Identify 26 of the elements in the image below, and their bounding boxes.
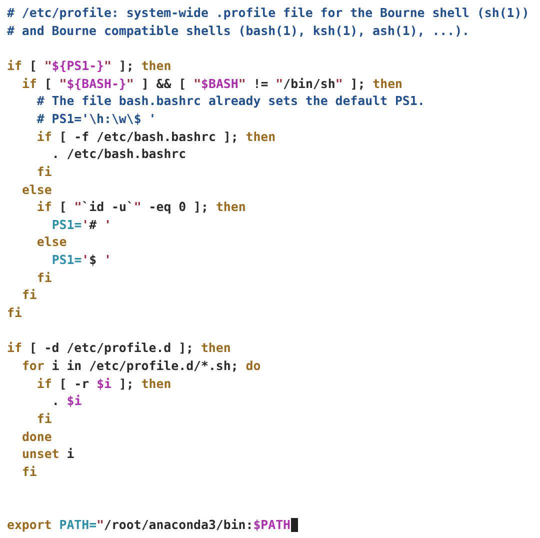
code-line: if [ -r $i ]; then: [36, 376, 172, 392]
code-line: fi: [36, 164, 52, 180]
code-line: for i in /etc/profile.d/*.sh; do: [22, 358, 261, 374]
code-line: PS1='# ': [52, 216, 112, 233]
code-line: if [ "${PS1-}" ]; then: [7, 58, 172, 74]
code-line: fi: [22, 287, 37, 304]
code-line: else: [36, 234, 67, 250]
code-line: if [ "${BASH-}" ] && [ "$BASH" != "/bin/sh" ]; then: [22, 76, 402, 92]
code-comment: # PS1='\h:\w\$ ': [36, 110, 156, 127]
code-line: if [ "`id -u`" -eq 0 ]; then: [36, 199, 246, 216]
code-comment: # and Bourne compatible shells (bash(1), ksh(1), ash(1), ...).: [7, 22, 470, 39]
code-line: . $i: [52, 393, 82, 410]
code-line: fi: [7, 305, 22, 322]
code-line: fi: [22, 464, 37, 480]
code-line: fi: [36, 270, 52, 286]
code-line: fi: [36, 410, 52, 427]
code-line: unset i: [22, 446, 74, 462]
code-line: PS1='$ ': [52, 252, 112, 268]
code-line: done: [22, 428, 52, 445]
code-comment: # The file bash.bashrc already sets the default PS1.: [36, 93, 425, 110]
code-line: else: [22, 182, 52, 198]
code-comment: # /etc/profile: system-wide .profile file for the Bourne shell (sh(1)): [7, 5, 530, 21]
code-line: . /etc/bash.bashrc: [52, 146, 186, 162]
code-line: export PATH="/root/anaconda3/bin:$PATH: [7, 516, 291, 533]
code-line: if [ -f /etc/bash.bashrc ]; then: [36, 128, 276, 145]
code-line: if [ -d /etc/profile.d ]; then: [7, 340, 231, 356]
